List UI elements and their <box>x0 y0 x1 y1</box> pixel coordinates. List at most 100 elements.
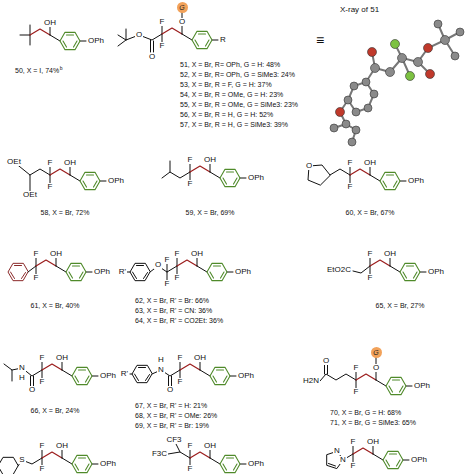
atom-label: F <box>177 354 184 362</box>
compound-caption: 51, X = Br, R= OPh, G = H: 48% <box>180 61 280 68</box>
atom-label: OPh <box>234 268 252 276</box>
group-label: G <box>373 349 378 356</box>
compound-caption: 67, X = Br, R' = H: 21% <box>135 402 207 409</box>
atom-label: F <box>39 354 46 362</box>
atom-label: F <box>350 462 357 470</box>
atom-label: F <box>367 250 374 258</box>
atom-label: OH <box>193 354 207 362</box>
atom-label: F <box>47 159 54 167</box>
atom-label: F <box>347 159 354 167</box>
atom-label: OH <box>363 159 377 167</box>
substituent-circle: G <box>371 347 382 358</box>
atom-label: N <box>157 366 165 374</box>
equivalence-sign: ≡ <box>316 33 324 47</box>
atom-label: F <box>174 274 181 282</box>
atom-label: OPh <box>107 177 125 185</box>
compound-caption: 66, X = Br, 24% <box>31 407 80 414</box>
atom-label: F <box>367 274 374 282</box>
compound-caption: 61, X = Br, 40% <box>31 302 80 309</box>
atom-label: F <box>347 183 354 191</box>
atom-label: F <box>177 378 184 386</box>
atom-label: OH <box>49 250 63 258</box>
compound-caption: 69, X = Br, R' = Br: 19% <box>135 422 209 429</box>
atom-label: OH <box>190 250 204 258</box>
compound-caption: 59, X = Br, 69% <box>186 209 235 216</box>
atom-label: F <box>187 156 194 164</box>
atom-label: R <box>219 36 227 44</box>
atom-label: F <box>47 183 54 191</box>
atom-label: F <box>39 465 46 473</box>
atom-label: OPh <box>99 460 117 468</box>
atom-label: H <box>157 356 165 364</box>
atom-label: O <box>135 31 143 39</box>
atom-label: O <box>166 386 174 394</box>
atom-label: OPh <box>247 460 265 468</box>
atom-label: O <box>322 357 330 365</box>
atom-label: N <box>18 364 26 372</box>
atom-label: OH <box>383 250 397 258</box>
compound-caption: 55, X = Br, R = OMe, G = SiMe3: 23% <box>180 101 298 108</box>
atom-label: O <box>372 364 380 372</box>
atom-label: OEt <box>6 158 22 166</box>
compound-caption: 62, X = Br, R' = Br: 66% <box>135 297 209 304</box>
atom-label: R' <box>118 268 127 276</box>
atom-label: OPh <box>237 372 255 380</box>
atom-label: F <box>187 180 194 188</box>
atom-label: N <box>339 456 347 464</box>
compound-caption: 70, X = Br, G = H: 68% <box>330 409 401 416</box>
compound-caption: 60, X = Br, 67% <box>346 209 395 216</box>
atom-label: OPh <box>407 177 425 185</box>
compound-caption: 57, X = Br, R = H, G = SiMe3: 39% <box>180 121 288 128</box>
compound-caption: 68, X = Br, R' = OMe: 26% <box>135 412 217 419</box>
atom-label: F <box>159 18 166 26</box>
compound-caption: 63, X = Br, R' = CN: 36% <box>135 307 212 314</box>
atom-label: F <box>187 465 194 473</box>
atom-label: OPh <box>427 268 445 276</box>
compound-caption: 54, X = Br, R = OMe, G = H: 23% <box>180 91 283 98</box>
compound-caption: 58, X = Br, 72% <box>41 209 90 216</box>
compound-caption: 64, X = Br, R' = CO2Et: 36% <box>135 317 223 324</box>
group-label: G <box>179 4 184 11</box>
atom-label: F <box>33 250 40 258</box>
atom-label: S <box>18 456 25 464</box>
atom-label: OH <box>203 156 217 164</box>
atom-label: H2N <box>302 377 320 385</box>
atom-label: F <box>39 442 46 450</box>
compound-caption: X-ray of 51 <box>340 6 379 14</box>
atom-label: O <box>148 53 156 61</box>
atom-label: O <box>28 386 36 394</box>
atom-label: H <box>18 374 26 382</box>
footnote-mark: b <box>60 66 63 71</box>
atom-label: CF3 <box>165 436 182 444</box>
atom-label: OPh <box>410 456 428 464</box>
atom-label: O <box>178 18 186 26</box>
atom-label: OPh <box>93 268 111 276</box>
substituent-circle: G <box>177 2 188 13</box>
compound-caption: 53, X = Br, R = F, G = H: 37% <box>180 81 272 88</box>
compound-caption: 56, X = Br, R = H, G = H: 52% <box>180 111 273 118</box>
compound-caption: 65, X = Br, 27% <box>376 302 425 309</box>
atom-label: F <box>33 274 40 282</box>
compound-caption: 71, X = Br, G = SiMe3: 65% <box>330 419 416 426</box>
atom-label: F <box>164 280 171 288</box>
atom-label: N <box>333 447 341 455</box>
atom-label: O <box>305 162 313 170</box>
atom-label: OH <box>43 19 57 27</box>
atom-label: F <box>39 378 46 386</box>
atom-label: F <box>353 388 360 396</box>
atom-label: F3C <box>151 450 168 458</box>
atom-label: OH <box>203 442 217 450</box>
atom-label: OPh <box>87 37 105 45</box>
atom-label: EtO2C <box>326 266 352 274</box>
atom-label: F <box>164 256 171 264</box>
atom-label: F <box>353 364 360 372</box>
atom-label: F <box>187 442 194 450</box>
compound-caption: 52, X = Br, R= OPh, G = SiMe3: 24% <box>180 71 295 78</box>
atom-label: OH <box>366 438 380 446</box>
atom-label: OPh <box>99 372 117 380</box>
compound-caption: 50, X = I, 74% <box>15 67 59 74</box>
atom-label: OPh <box>247 174 265 182</box>
atom-label: F <box>174 250 181 258</box>
atom-label: F <box>350 438 357 446</box>
atom-label: R' <box>120 370 129 378</box>
